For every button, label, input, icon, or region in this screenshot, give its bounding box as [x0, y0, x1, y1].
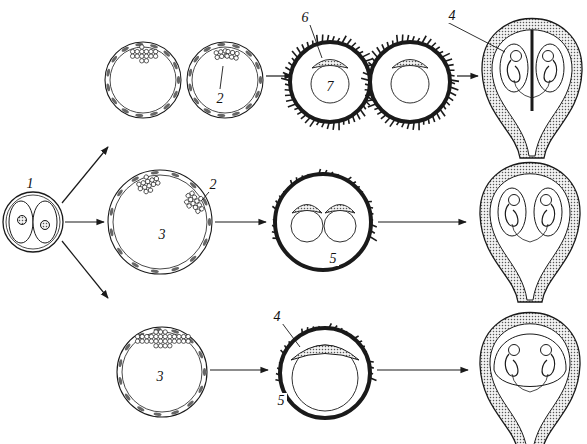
callout-number: 3	[157, 227, 168, 242]
leader-line	[282, 323, 300, 347]
blastocyst	[108, 170, 212, 274]
zygote	[3, 192, 63, 252]
leader-line	[202, 192, 209, 200]
callout-number: 4	[447, 8, 458, 23]
chorion	[272, 169, 377, 270]
blastocyst	[105, 42, 181, 118]
callout-number: 1	[25, 176, 36, 191]
callout-number: 7	[325, 79, 336, 94]
blastocyst	[187, 42, 263, 118]
chorion	[275, 323, 376, 418]
callout-number: 2	[208, 177, 219, 192]
leader-line	[310, 25, 322, 58]
stage-arrow	[65, 221, 104, 222]
callout-number: 3	[155, 369, 166, 384]
stage-arrow	[62, 147, 108, 203]
callout-number: 6	[300, 10, 311, 25]
callout-number: 4	[272, 309, 283, 324]
callout-number: 5	[276, 393, 287, 408]
chorion	[361, 35, 459, 131]
stage-arrow	[210, 369, 268, 370]
callout-number: 2	[215, 91, 226, 106]
stage-arrow	[377, 369, 468, 370]
stage-arrow	[62, 241, 108, 298]
uterus	[482, 19, 582, 159]
stage-arrow	[215, 221, 266, 222]
uterus	[480, 163, 580, 303]
callout-number: 5	[328, 251, 339, 266]
stage-arrow	[457, 75, 478, 76]
stage-arrow	[378, 221, 466, 222]
illustration	[3, 19, 582, 444]
blastocyst	[117, 327, 207, 417]
leader-line	[220, 66, 223, 89]
uterus	[480, 313, 580, 444]
chorion	[281, 35, 379, 131]
leader-line	[447, 22, 505, 52]
